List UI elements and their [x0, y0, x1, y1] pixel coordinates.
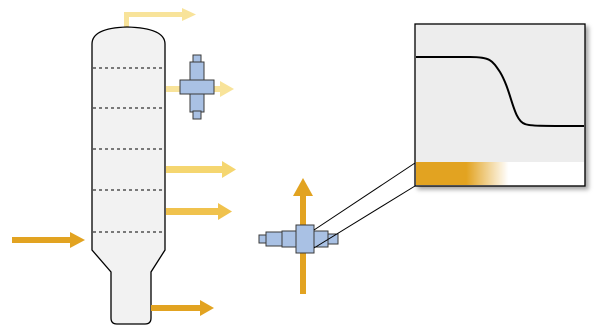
overhead-arrow-icon: [124, 8, 196, 36]
distillation-column-icon: [91, 26, 166, 325]
profile-gradient-bar: [416, 162, 584, 185]
callout-lines: [313, 162, 416, 249]
horizontal-sensor-icon: [258, 224, 339, 254]
inline-sensor-icon: [179, 54, 215, 120]
profile-inset: [414, 23, 586, 187]
side-draw-arrow-3-icon: [166, 203, 232, 220]
bottoms-arrow-icon: [151, 300, 214, 316]
feed-arrow-icon: [12, 232, 85, 248]
side-draw-arrow-2-icon: [166, 161, 236, 178]
profile-curve: [416, 56, 585, 127]
